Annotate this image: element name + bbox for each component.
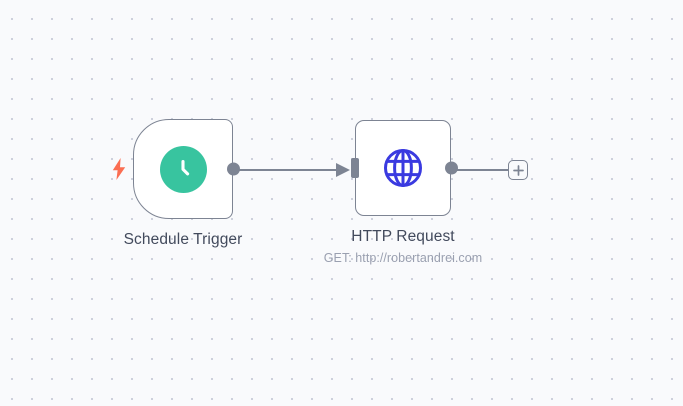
input-port-http-request[interactable]: [351, 158, 359, 178]
plus-icon: [512, 164, 524, 176]
lightning-bolt-glyph: [112, 158, 126, 180]
output-port-schedule-trigger[interactable]: [226, 162, 240, 176]
clock-icon-glyph: [181, 159, 190, 176]
node-schedule-trigger[interactable]: Schedule Trigger: [112, 119, 242, 248]
node-http-request-body[interactable]: [355, 120, 451, 216]
output-port-http-request[interactable]: [444, 161, 458, 175]
clock-icon: [159, 145, 207, 193]
add-node-button[interactable]: [508, 160, 528, 180]
globe-icon-glyph: [384, 149, 422, 187]
connection-schedule-to-http[interactable]: [237, 163, 350, 177]
lightning-bolt-icon: [111, 157, 127, 181]
node-subtitle-http-request: GET: http://robertandrei.com: [323, 251, 483, 265]
node-label-schedule-trigger: Schedule Trigger: [123, 231, 243, 248]
node-label-http-request: HTTP Request: [351, 228, 455, 245]
globe-icon: [380, 145, 426, 191]
node-schedule-trigger-body[interactable]: [133, 119, 233, 219]
node-http-request[interactable]: HTTP Request GET: http://robertandrei.co…: [324, 112, 482, 265]
